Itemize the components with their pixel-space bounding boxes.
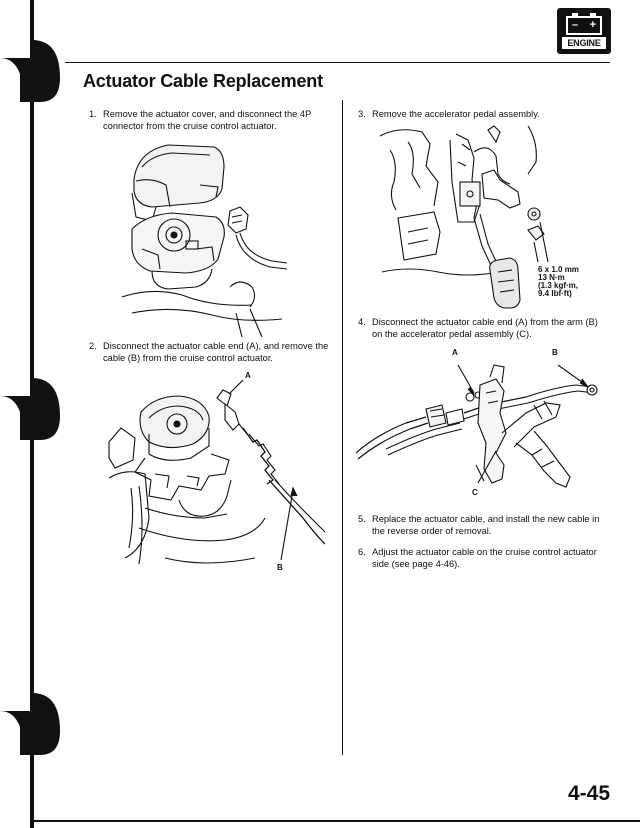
callout-a: A [452,348,458,357]
torque-spec: 6 x 1.0 mm 13 N·m (1.3 kgf·m, 9.4 lbf·ft… [538,265,579,298]
step-text: Disconnect the actuator cable end (A) fr… [372,317,598,339]
column-divider [342,100,343,755]
step-number: 2. [89,341,97,351]
binding-tab-middle [0,378,60,440]
torque-spec-lbfft: 9.4 lbf·ft) [538,289,572,298]
torque-spec-bolt: 6 x 1.0 mm [538,265,579,274]
step-text: Remove the actuator cover, and disconnec… [103,109,312,131]
step-5: 5. Replace the actuator cable, and insta… [358,513,608,537]
torque-spec-kgfm: (1.3 kgf·m, [538,281,578,290]
figure-cable-end-pedal-arm: A B C [356,348,598,497]
step-text: Adjust the actuator cable on the cruise … [372,547,597,569]
step-number: 3. [358,109,366,119]
callout-c: C [472,488,478,497]
callout-b: B [552,348,558,357]
callout-a: A [245,371,251,380]
step-number: 4. [358,317,366,327]
battery-icon: – + [566,13,602,35]
badge-plus-sign: + [589,19,596,31]
binding-tab-top [0,40,60,102]
step-1: 1. Remove the actuator cover, and discon… [89,108,329,132]
step-number: 6. [358,547,366,557]
figure-accelerator-pedal: 6 x 1.0 mm 13 N·m (1.3 kgf·m, 9.4 lbf·ft… [379,125,579,309]
torque-spec-nm: 13 N·m [538,273,565,282]
section-title: Actuator Cable Replacement [83,71,323,91]
step-text: Replace the actuator cable, and install … [372,514,600,536]
step-number: 5. [358,514,366,524]
binding-tab-bottom [0,693,60,755]
engine-badge-label: ENGINE [562,37,606,49]
page-number: 4-45 [567,782,610,805]
engine-section-badge: – + ENGINE [557,8,611,54]
step-6: 6. Adjust the actuator cable on the crui… [358,546,608,570]
page-bottom-rule [30,820,640,822]
step-number: 1. [89,109,97,119]
badge-minus-sign: – [572,19,579,31]
step-4: 4. Disconnect the actuator cable end (A)… [358,316,608,340]
figure-actuator-cover [121,144,287,337]
title-rule [65,62,610,63]
step-text: Remove the accelerator pedal assembly. [372,109,540,119]
callout-b: B [277,563,283,572]
step-2: 2. Disconnect the actuator cable end (A)… [89,340,329,364]
figure-actuator-cable-end: A B [108,371,325,572]
step-3: 3. Remove the accelerator pedal assembly… [358,108,608,120]
step-text: Disconnect the actuator cable end (A), a… [103,341,329,363]
